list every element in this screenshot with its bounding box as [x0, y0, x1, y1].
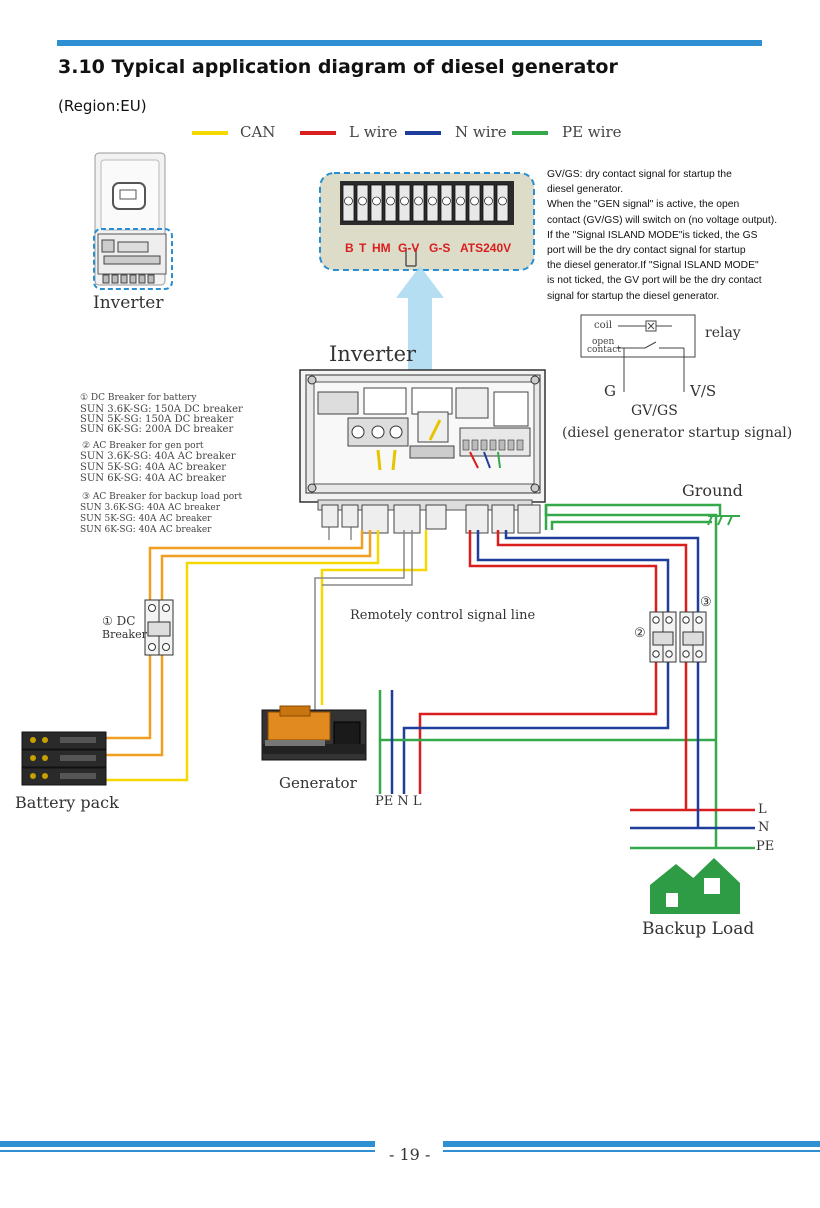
note-line: If the "Signal ISLAND MODE"is ticked, th…	[547, 229, 758, 241]
main-inverter-drawing	[299, 369, 546, 540]
legend-pe-swatch	[512, 131, 548, 135]
battery-pack-drawing	[21, 731, 107, 786]
relay-drawing	[580, 314, 696, 392]
note-line: the diesel generator.If "Signal ISLAND M…	[547, 260, 759, 272]
note-line: When the "GEN signal" is active, the ope…	[547, 199, 740, 211]
backup-load-label: Backup Load	[642, 919, 755, 939]
legend-n-swatch	[405, 131, 441, 135]
terminal-label-gs: G-S	[429, 241, 451, 255]
generator-drawing	[261, 705, 367, 761]
battery-breaker-spec: SUN 3.6K-SG: 150A DC breaker	[80, 404, 243, 415]
wires	[104, 503, 755, 850]
small-inverter-label: Inverter	[93, 293, 164, 313]
legend-n-label: N wire	[455, 123, 507, 141]
small-inverter-drawing	[93, 152, 173, 290]
ground-label: Ground	[682, 481, 743, 500]
gv-gs-note: GV/GS: dry contact signal for startup th…	[547, 167, 787, 304]
relay-g-label: G	[604, 382, 616, 400]
page-number: - 19 -	[389, 1145, 431, 1164]
gen-breaker-spec: SUN 5K-SG: 40A AC breaker	[80, 462, 227, 473]
output-n-label: N	[758, 820, 770, 835]
battery-breaker-title: ① DC Breaker for battery	[80, 393, 197, 403]
terminal-label-t: T	[359, 241, 367, 255]
legend-can-label: CAN	[240, 123, 276, 141]
footer-bar-right-thin	[443, 1150, 820, 1152]
legend-pe-label: PE wire	[562, 123, 622, 141]
relay-contact-label: contact	[587, 345, 621, 355]
terminal-label-gv: G-V	[398, 241, 420, 255]
gen-pe-n-l-label: PE N L	[375, 794, 422, 809]
relay-open-label: open	[592, 337, 615, 347]
note-line: contact (GV/GS) will switch on (no volta…	[547, 214, 778, 226]
gen-breaker-title: ② AC Breaker for gen port	[82, 441, 204, 451]
note-line: GV/GS: dry contact signal for startup th…	[547, 169, 732, 180]
note-line: diesel generator.	[547, 184, 624, 196]
output-pe-label: PE	[756, 839, 775, 854]
ground-icon	[707, 515, 740, 526]
relay-coil-label: coil	[594, 320, 613, 331]
legend-l-swatch	[300, 131, 336, 135]
output-l-label: L	[758, 802, 767, 817]
note-line: port will be the dry contact signal for …	[547, 245, 746, 257]
page-title: 3.10 Typical application diagram of dies…	[58, 56, 618, 78]
dc-breaker-drawing	[144, 599, 174, 656]
note-line: signal for startup the diesel generator.	[547, 290, 720, 302]
battery-breaker-spec: SUN 5K-SG: 150A DC breaker	[80, 414, 234, 425]
load-breaker-spec: SUN 6K-SG: 40A AC breaker	[80, 525, 212, 535]
load-breaker-title: ③ AC Breaker for backup load port	[82, 492, 243, 502]
battery-pack-label: Battery pack	[15, 793, 119, 812]
terminal-label-b: B	[345, 241, 354, 255]
footer-bar-left-thin	[0, 1150, 375, 1152]
load-breaker-spec: SUN 5K-SG: 40A AC breaker	[80, 514, 212, 524]
footer-bar-right	[443, 1141, 820, 1147]
gen-breaker-spec: SUN 3.6K-SG: 40A AC breaker	[80, 451, 236, 462]
battery-breaker-spec: SUN 6K-SG: 200A DC breaker	[80, 424, 234, 435]
ac-breaker-load-drawing	[679, 611, 707, 663]
generator-label: Generator	[279, 774, 357, 792]
header-bar	[57, 40, 762, 46]
gen-breaker-spec: SUN 6K-SG: 40A AC breaker	[80, 473, 227, 484]
relay-gvgs-label: GV/GS	[631, 403, 678, 419]
terminal-callout	[319, 172, 535, 271]
footer-bar-left	[0, 1141, 375, 1147]
ac-breaker-gen-drawing	[649, 611, 677, 663]
relay-signal-label: (diesel generator startup signal)	[562, 425, 793, 441]
legend-can-swatch	[192, 131, 228, 135]
main-inverter-label: Inverter	[329, 342, 417, 366]
dc-breaker-label-1: ① DC	[102, 614, 136, 628]
legend-l-label: L wire	[349, 123, 398, 141]
remote-signal-label: Remotely control signal line	[350, 608, 536, 623]
terminal-label-hm: HM	[372, 241, 391, 255]
terminal-label-ats: ATS240V	[460, 241, 512, 255]
relay-label: relay	[705, 325, 741, 341]
note-line: is not ticked, the GV port will be the d…	[547, 275, 762, 287]
region-label: (Region:EU)	[58, 97, 147, 115]
dc-breaker-label-2: Breaker	[102, 628, 147, 641]
backup-load-house-icon	[650, 858, 740, 914]
ac-breaker-3-marker: ③	[700, 595, 712, 610]
ac-breaker-2-marker: ②	[634, 626, 646, 641]
load-breaker-spec: SUN 3.6K-SG: 40A AC breaker	[80, 503, 221, 513]
relay-vs-label: V/S	[690, 382, 717, 400]
